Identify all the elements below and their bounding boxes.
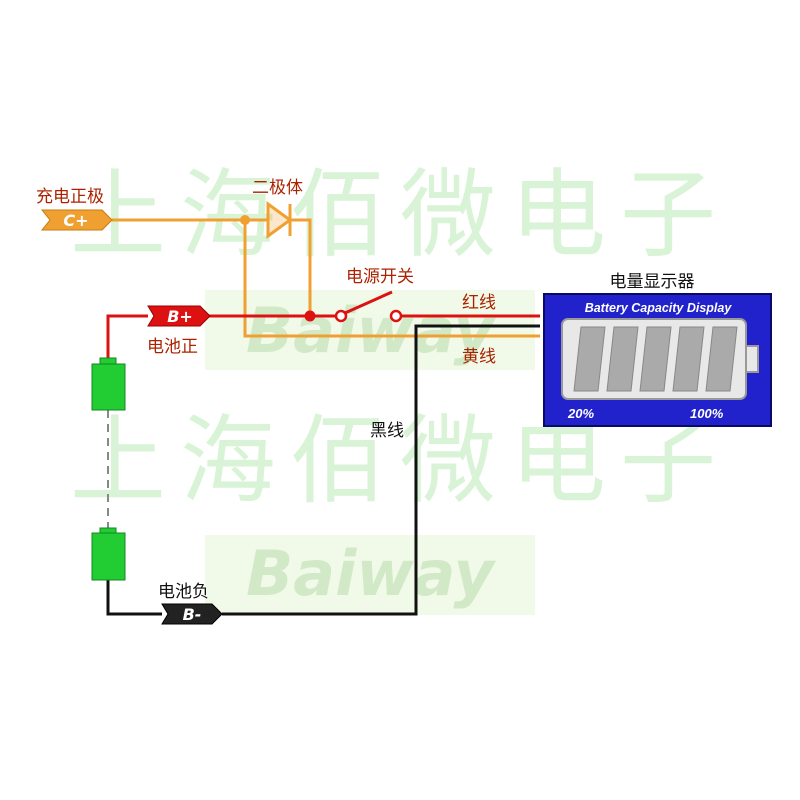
display-segment — [672, 326, 705, 392]
svg-text:B+: B+ — [167, 307, 193, 326]
label-charge-positive: 充电正极 — [36, 187, 104, 207]
orange-wire — [112, 218, 540, 338]
watermark-brand-box-bottom — [205, 535, 535, 615]
display-max-label: 100% — [690, 406, 724, 421]
watermark-brand-top: Baiway — [246, 294, 497, 367]
battery-cell-top — [91, 363, 126, 411]
label-battery-positive: 电池正 — [147, 337, 198, 357]
black-wire — [106, 324, 540, 616]
terminal-b-plus: B+ — [147, 305, 211, 327]
display-title: Battery Capacity Display — [585, 301, 733, 315]
label-diode: 二极体 — [252, 178, 303, 198]
battery-pack — [91, 357, 126, 581]
diode-symbol — [264, 201, 300, 239]
label-yellow-wire: 黄线 — [462, 347, 496, 367]
display-min-label: 20% — [567, 406, 594, 421]
red-junction-dot — [304, 310, 316, 322]
power-switch-symbol — [334, 290, 403, 323]
display-segment — [573, 326, 606, 392]
watermark-brand-bottom: Baiway — [246, 537, 497, 610]
display-segments — [573, 326, 738, 392]
label-power-switch: 电源开关 — [346, 267, 414, 287]
label-display-caption: 电量显示器 — [610, 272, 695, 292]
terminal-b-minus: B- — [161, 603, 223, 625]
label-black-wire: 黑线 — [370, 421, 404, 441]
red-wire — [106, 314, 540, 362]
svg-text:B-: B- — [183, 605, 202, 624]
display-battery-cap — [745, 345, 759, 373]
display-segment — [639, 326, 672, 392]
label-red-wire: 红线 — [462, 293, 496, 313]
orange-junction-dot — [240, 215, 250, 225]
battery-cell-bottom — [91, 532, 126, 581]
display-segment — [606, 326, 639, 392]
svg-text:C+: C+ — [63, 211, 88, 230]
battery-capacity-display: Battery Capacity Display 20% 100% — [543, 293, 772, 427]
watermark-text-top: 上海佰微电子 — [70, 159, 730, 271]
label-battery-negative: 电池负 — [158, 582, 209, 602]
display-segment — [705, 326, 738, 392]
terminal-c-plus: C+ — [40, 209, 113, 231]
